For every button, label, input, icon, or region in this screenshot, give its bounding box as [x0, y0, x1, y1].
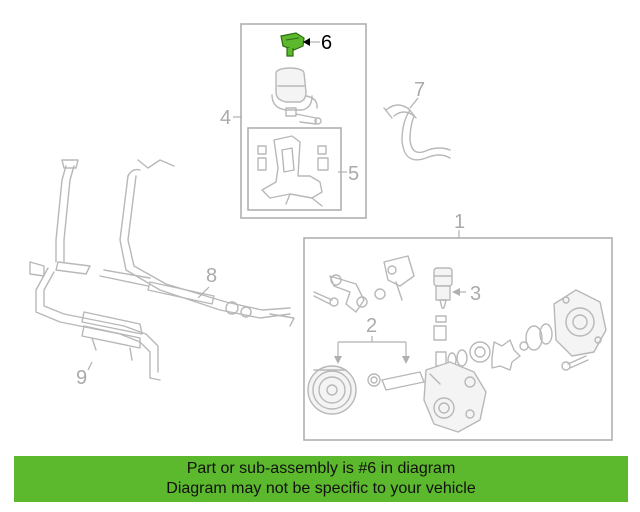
part-7-return-hose	[383, 104, 451, 161]
bracket-box	[247, 127, 342, 211]
callout-2: 2	[366, 315, 377, 337]
pump-assembly-box	[303, 237, 613, 441]
part-5-reservoir-bracket	[257, 135, 329, 207]
callout-5: 5	[348, 163, 359, 185]
callout-9: 9	[76, 367, 87, 389]
callout-7: 7	[414, 79, 425, 101]
banner-line-2: Diagram may not be specific to your vehi…	[166, 480, 476, 497]
info-banner: Part or sub-assembly is #6 in diagram Di…	[14, 456, 628, 502]
banner-line-1: Part or sub-assembly is #6 in diagram	[186, 460, 456, 477]
part-8-pressure-line	[55, 159, 295, 327]
part-9-cooler-line	[29, 261, 161, 381]
callout-6-arrow	[303, 38, 310, 46]
reservoir-assembly-box	[240, 23, 367, 219]
callout-6: 6	[321, 32, 332, 54]
callout-3: 3	[470, 283, 481, 305]
callout-8: 8	[206, 265, 217, 287]
callout-4: 4	[220, 107, 231, 129]
part-6-reservoir-cap[interactable]	[280, 32, 305, 57]
pump-components	[307, 255, 607, 433]
reservoir-tank	[271, 67, 322, 125]
callout-1: 1	[454, 211, 465, 233]
parts-diagram: 6 4 5 7	[29, 23, 613, 441]
